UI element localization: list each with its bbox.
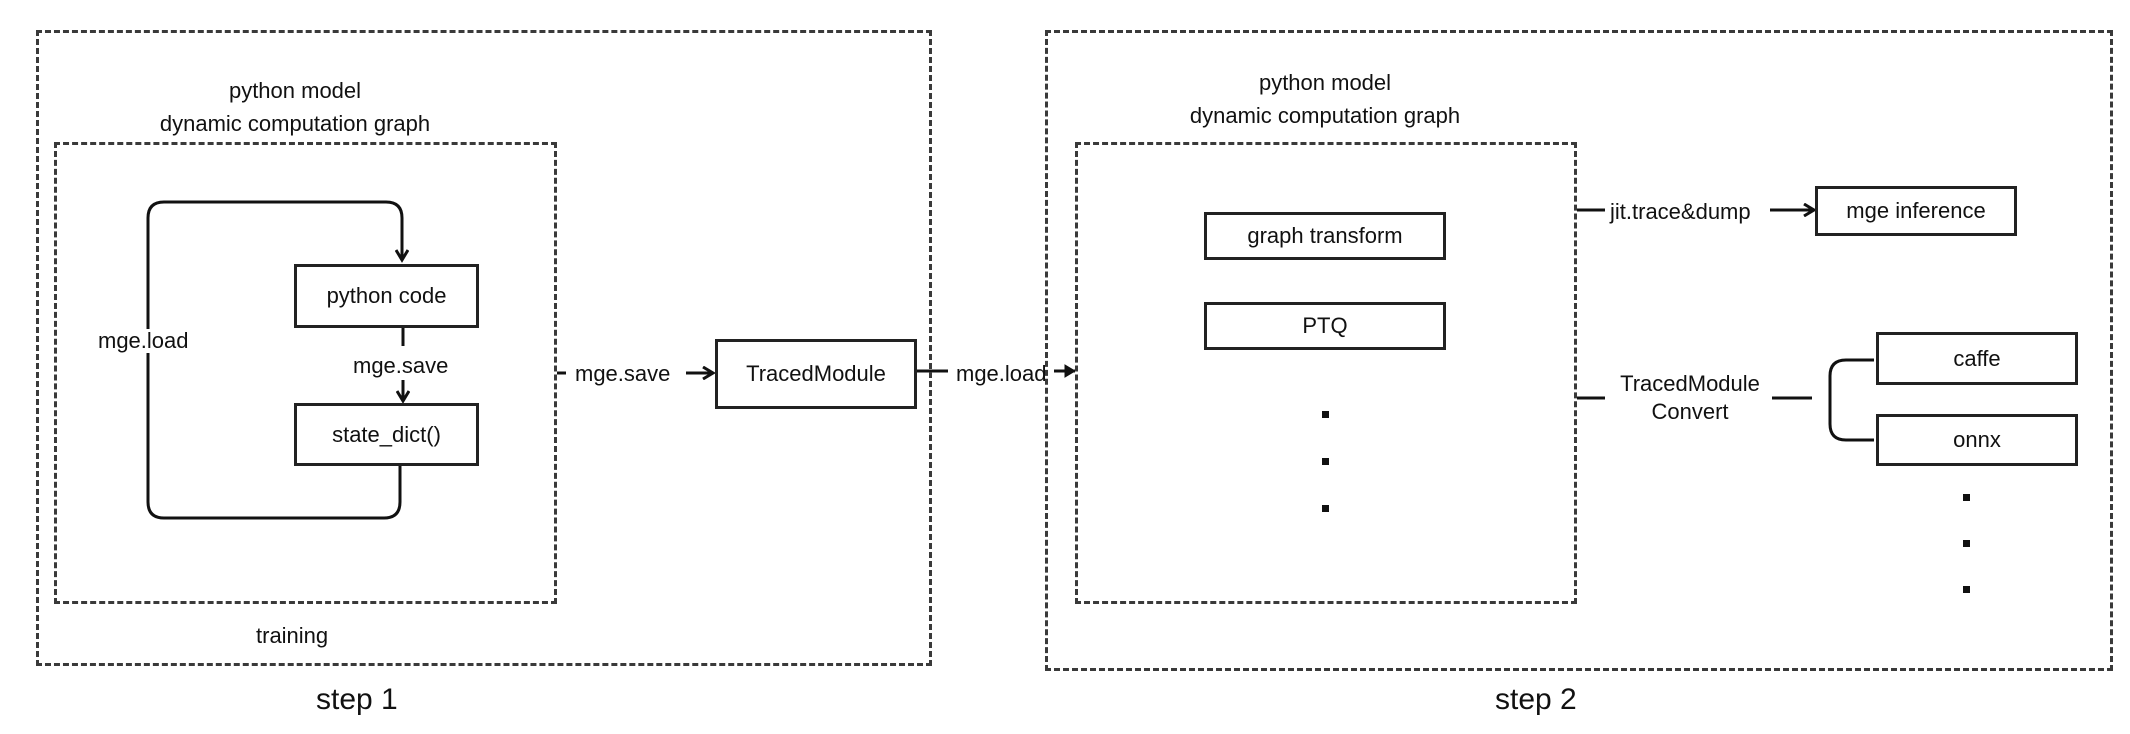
step2-inner-frame bbox=[1075, 142, 1577, 604]
step1-graph-label: python model dynamic computation graph bbox=[140, 74, 450, 140]
mge-save-inner-label: mge.save bbox=[353, 353, 449, 379]
step2-graph-line2: dynamic computation graph bbox=[1189, 103, 1461, 128]
ellipsis-dot bbox=[1963, 586, 1970, 593]
mge-save-out-label: mge.save bbox=[575, 361, 671, 387]
step1-title: step 1 bbox=[316, 683, 398, 716]
loop-connector bbox=[146, 200, 402, 520]
traced-module-convert-label: TracedModule Convert bbox=[1610, 370, 1770, 425]
ptq-box: PTQ bbox=[1204, 302, 1446, 350]
ellipsis-dot bbox=[1322, 505, 1329, 512]
caffe-box: caffe bbox=[1876, 332, 2078, 385]
jit-trace-dump-label: jit.trace&dump bbox=[1610, 199, 1751, 225]
convert-line2: Convert bbox=[1651, 398, 1729, 424]
step1-graph-line1: python model bbox=[228, 78, 362, 103]
traced-module-box: TracedModule bbox=[715, 339, 917, 409]
step1-frame bbox=[36, 30, 932, 666]
step2-graph-line1: python model bbox=[1258, 70, 1392, 95]
python-code-box: python code bbox=[294, 264, 479, 328]
mge-inference-box: mge inference bbox=[1815, 186, 2017, 236]
step2-graph-label: python model dynamic computation graph bbox=[1170, 66, 1480, 132]
convert-bracket bbox=[1772, 358, 1874, 442]
ellipsis-dot bbox=[1963, 494, 1970, 501]
ellipsis-dot bbox=[1963, 540, 1970, 547]
ellipsis-dot bbox=[1322, 411, 1329, 418]
convert-line1: TracedModule bbox=[1620, 371, 1760, 396]
graph-transform-box: graph transform bbox=[1204, 212, 1446, 260]
step2-title: step 2 bbox=[1495, 683, 1577, 716]
state-dict-box: state_dict() bbox=[294, 403, 479, 466]
step1-graph-line2: dynamic computation graph bbox=[159, 111, 431, 136]
step1-inner-frame bbox=[54, 142, 557, 604]
onnx-box: onnx bbox=[1876, 414, 2078, 466]
training-label: training bbox=[256, 623, 329, 649]
mge-load-loop-label: mge.load bbox=[98, 328, 189, 354]
ellipsis-dot bbox=[1322, 458, 1329, 465]
step2-frame bbox=[1045, 30, 2113, 671]
mge-load-out-label: mge.load bbox=[956, 361, 1047, 387]
